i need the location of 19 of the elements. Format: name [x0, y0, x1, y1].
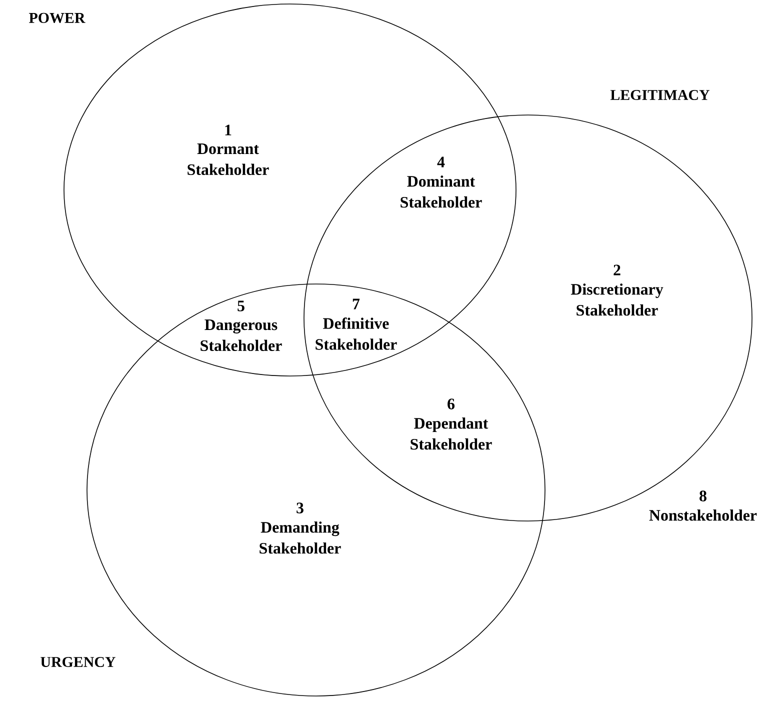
region-number: 5: [238, 300, 244, 312]
region-label: Dependant Stakeholder: [410, 418, 492, 450]
region-label: Dominant Stakeholder: [400, 176, 482, 208]
region-label: Demanding Stakeholder: [260, 522, 341, 554]
region-label: Discretionary Stakeholder: [570, 284, 664, 316]
region-number: 6: [448, 398, 455, 410]
region-number: 2: [614, 264, 620, 276]
region-label: Dormant Stakeholder: [188, 144, 269, 176]
region-number: 3: [296, 502, 304, 514]
region-number: 1: [225, 124, 232, 136]
region-number: 7: [352, 298, 360, 310]
region-number: 4: [437, 156, 445, 168]
region-label: Definitive Stakeholder: [316, 318, 397, 350]
set-label: URGENCY: [40, 656, 116, 668]
set-label: POWER: [29, 12, 86, 24]
region-number: 8: [700, 490, 706, 502]
set-label: LEGITIMACY: [610, 90, 710, 100]
region-label: Nonstakeholder: [649, 510, 757, 521]
region-label: Dangerous Stakeholder: [200, 320, 282, 352]
